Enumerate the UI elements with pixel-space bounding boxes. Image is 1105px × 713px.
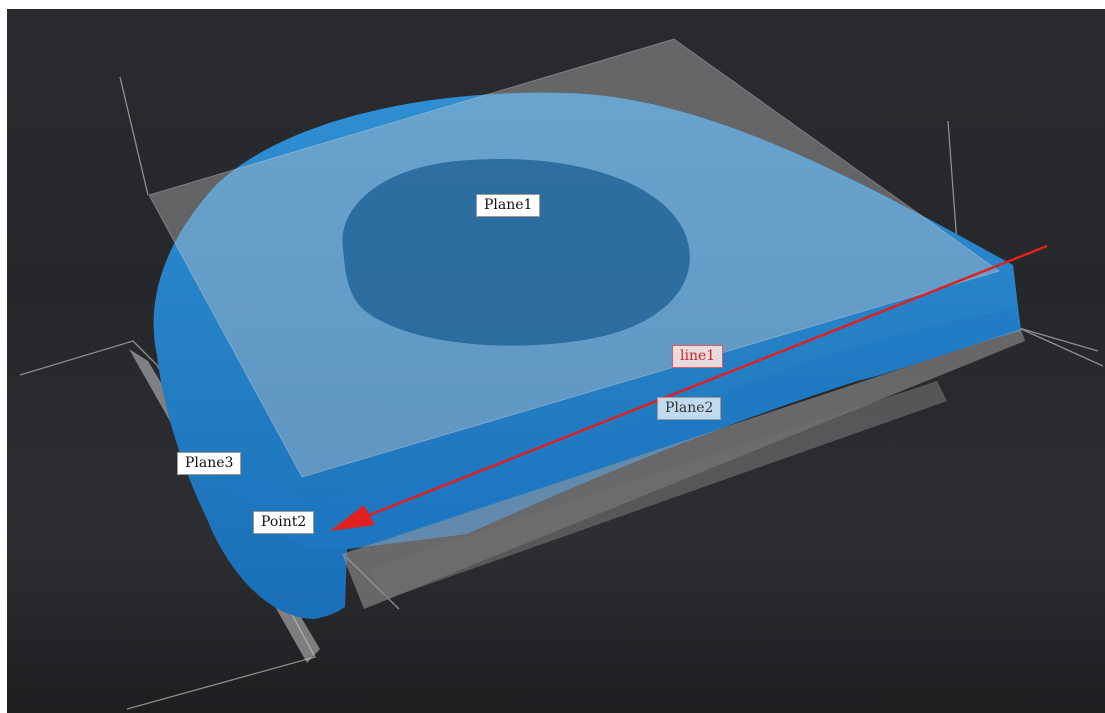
mesh-front-band bbox=[177, 309, 1021, 549]
line1-measure[interactable] bbox=[330, 244, 1048, 531]
plane2-gap bbox=[367, 381, 947, 599]
label-plane2[interactable]: Plane2 bbox=[657, 397, 722, 420]
label-point2[interactable]: Point2 bbox=[253, 511, 315, 534]
scene-canvas[interactable] bbox=[7, 9, 1105, 713]
line1-arrowhead bbox=[330, 505, 375, 531]
label-line1[interactable]: line1 bbox=[672, 345, 724, 368]
label-plane3[interactable]: Plane3 bbox=[177, 452, 242, 475]
plane1-fit-region bbox=[342, 158, 690, 346]
3d-viewport[interactable]: Plane1 line1 Plane2 Plane3 Point2 bbox=[7, 9, 1105, 713]
label-plane1[interactable]: Plane1 bbox=[476, 194, 541, 217]
